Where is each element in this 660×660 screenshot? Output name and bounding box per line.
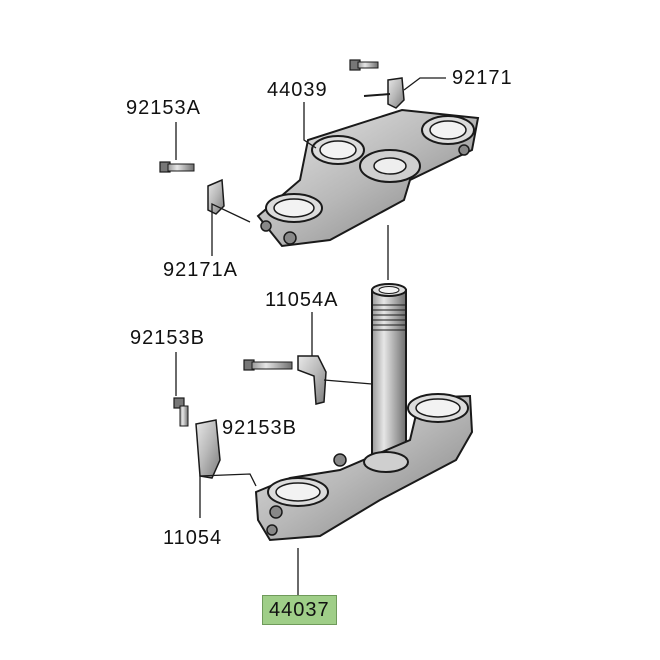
bolt-92153a	[159, 161, 195, 173]
label-11054: 11054	[163, 527, 223, 549]
bolt-92153b-right	[243, 359, 293, 371]
label-44037: 44037	[262, 595, 337, 625]
upper-triple-clamp	[256, 108, 480, 248]
lower-triple-clamp	[254, 393, 474, 542]
leader-lines	[175, 77, 446, 596]
bolt-top-right	[349, 59, 379, 71]
bolt-92153b-left	[173, 397, 189, 427]
label-92153b-right: 92153B	[222, 417, 297, 439]
clamp-11054a	[297, 355, 327, 405]
label-92153b-left: 92153B	[130, 327, 205, 349]
clip-92171	[363, 77, 405, 109]
label-92171: 92171	[452, 67, 513, 89]
label-11054a: 11054A	[265, 289, 339, 311]
steering-stem	[371, 283, 407, 461]
label-44039: 44039	[267, 79, 328, 101]
clamp-11054	[195, 419, 221, 479]
label-92153a: 92153A	[126, 97, 201, 119]
label-92171a: 92171A	[163, 259, 238, 281]
